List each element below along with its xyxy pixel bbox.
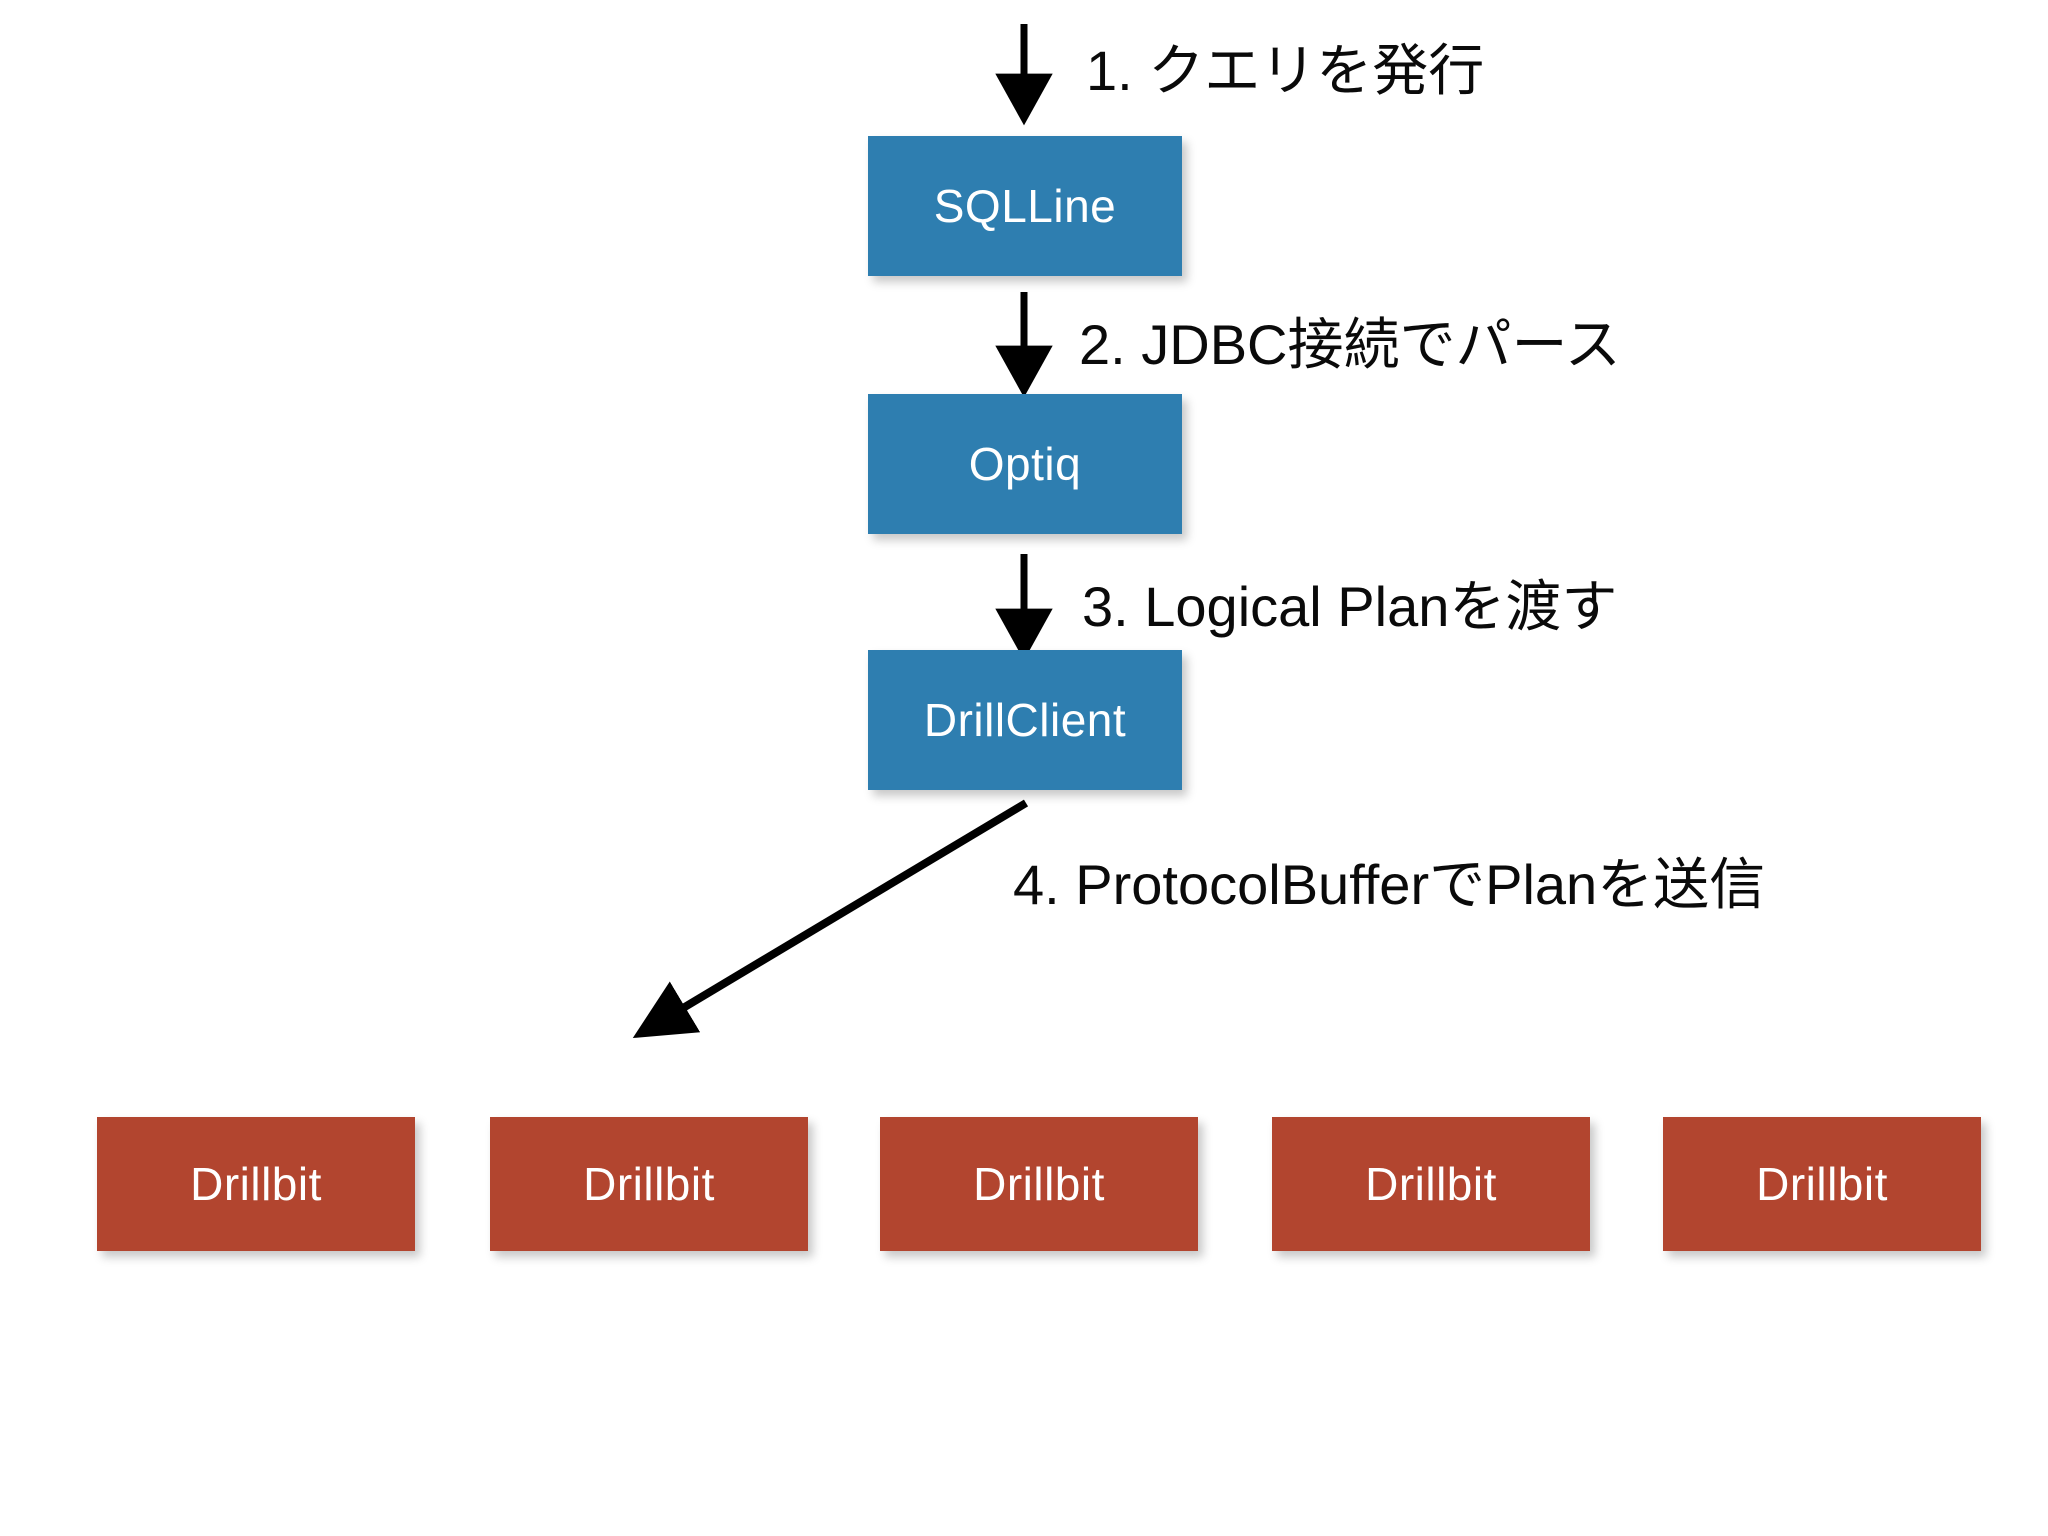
node-label: SQLLine [933, 180, 1117, 232]
node-drillclient[interactable]: DrillClient [868, 650, 1182, 790]
node-drillbit-4[interactable]: Drillbit [1272, 1117, 1590, 1251]
node-drillbit-3[interactable]: Drillbit [880, 1117, 1198, 1251]
step-label-3: 3. Logical Planを渡す [1082, 575, 1618, 638]
step-label-2: 2. JDBC接続でパース [1079, 313, 1621, 376]
node-drillbit-2[interactable]: Drillbit [490, 1117, 808, 1251]
node-label: DrillClient [923, 694, 1127, 746]
node-sqlline[interactable]: SQLLine [868, 136, 1182, 276]
node-label: Drillbit [1365, 1158, 1497, 1210]
arrow-drillclient-to-drillbits [632, 799, 1029, 1039]
node-label: Drillbit [973, 1158, 1105, 1210]
node-label: Optiq [968, 438, 1082, 490]
node-drillbit-5[interactable]: Drillbit [1663, 1117, 1981, 1251]
node-label: Drillbit [1756, 1158, 1888, 1210]
node-label: Drillbit [583, 1158, 715, 1210]
node-label: Drillbit [190, 1158, 322, 1210]
node-drillbit-1[interactable]: Drillbit [97, 1117, 415, 1251]
step-label-1: 1. クエリを発行 [1086, 39, 1485, 102]
node-optiq[interactable]: Optiq [868, 394, 1182, 534]
step-label-4: 4. ProtocolBufferでPlanを送信 [1013, 853, 1766, 916]
